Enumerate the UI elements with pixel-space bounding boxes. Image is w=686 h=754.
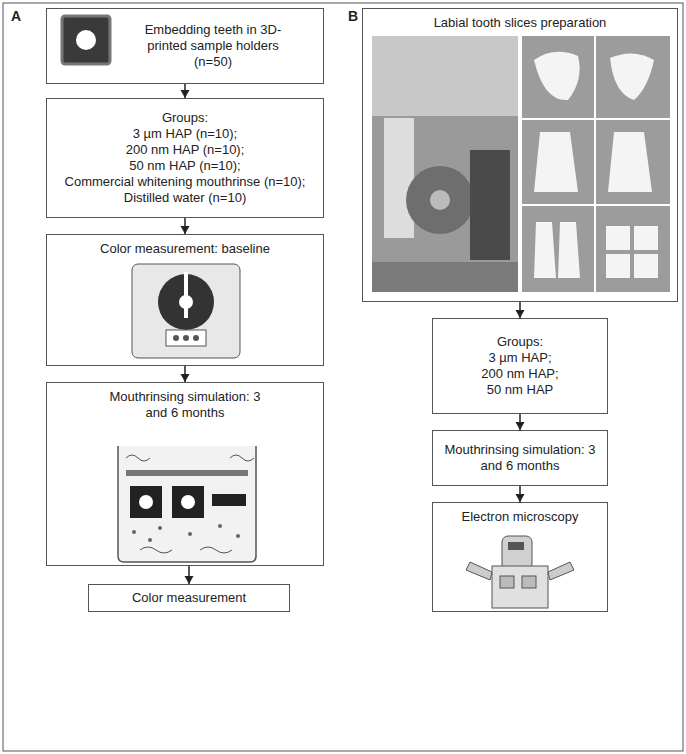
flow-arrow xyxy=(516,302,525,318)
node-text: 50 nm HAP (n=10); xyxy=(129,158,240,174)
node-text: Labial tooth slices preparation xyxy=(434,15,607,31)
node-text: 50 nm HAP xyxy=(487,382,553,398)
beaker-icon xyxy=(118,446,256,562)
node-text: 3 µm HAP (n=10); xyxy=(133,126,237,142)
process-box: Mouthrinsing simulation: 3 and 6 months xyxy=(432,430,608,486)
process-box: Embedding teeth in 3D-printed sample hol… xyxy=(46,8,324,84)
tooth-slice-photos xyxy=(522,36,670,292)
node-text: Color measurement xyxy=(132,590,246,606)
flow-arrow xyxy=(181,218,190,234)
flow-arrow xyxy=(516,486,525,502)
node-text: Color measurement: baseline xyxy=(100,241,270,257)
node-text: 200 nm HAP (n=10); xyxy=(126,142,245,158)
node-text: Groups: xyxy=(497,334,543,350)
process-box: Color measurement: baseline xyxy=(46,234,324,366)
flow-arrow xyxy=(185,566,194,584)
flow-arrow xyxy=(181,84,190,98)
spectrophotometer-icon xyxy=(132,264,240,358)
sectioning-photo xyxy=(372,36,518,292)
group-box: Groups:3 µm HAP;200 nm HAP;50 nm HAP xyxy=(432,318,608,414)
process-box: Labial tooth slices preparation xyxy=(362,8,678,302)
process-box: Electron microscopy xyxy=(432,502,608,612)
node-text: 200 nm HAP; xyxy=(481,366,558,382)
group-box: Groups:3 µm HAP (n=10);200 nm HAP (n=10)… xyxy=(46,98,324,218)
node-text: Mouthrinsing simulation: 3 and 6 months xyxy=(100,389,270,421)
node-text: Groups: xyxy=(162,110,208,126)
flow-arrow xyxy=(516,414,525,430)
flow-arrow xyxy=(181,366,190,382)
node-text: Mouthrinsing simulation: 3 and 6 months xyxy=(441,442,599,474)
process-box: Mouthrinsing simulation: 3 and 6 months xyxy=(46,382,324,566)
node-text: Electron microscopy xyxy=(461,509,578,525)
node-text: Embedding teeth in 3D-printed sample hol… xyxy=(143,22,283,70)
panel-letter: A xyxy=(11,8,21,24)
node-text: 3 µm HAP; xyxy=(488,350,551,366)
panel-letter: B xyxy=(348,8,358,24)
node-text: Distilled water (n=10) xyxy=(124,190,246,206)
microscope-icon xyxy=(466,536,574,608)
process-box: Color measurement xyxy=(88,584,290,612)
sample-holder-icon xyxy=(62,16,110,64)
node-text: Commercial whitening mouthrinse (n=10); xyxy=(65,174,306,190)
figure-frame xyxy=(3,3,683,751)
